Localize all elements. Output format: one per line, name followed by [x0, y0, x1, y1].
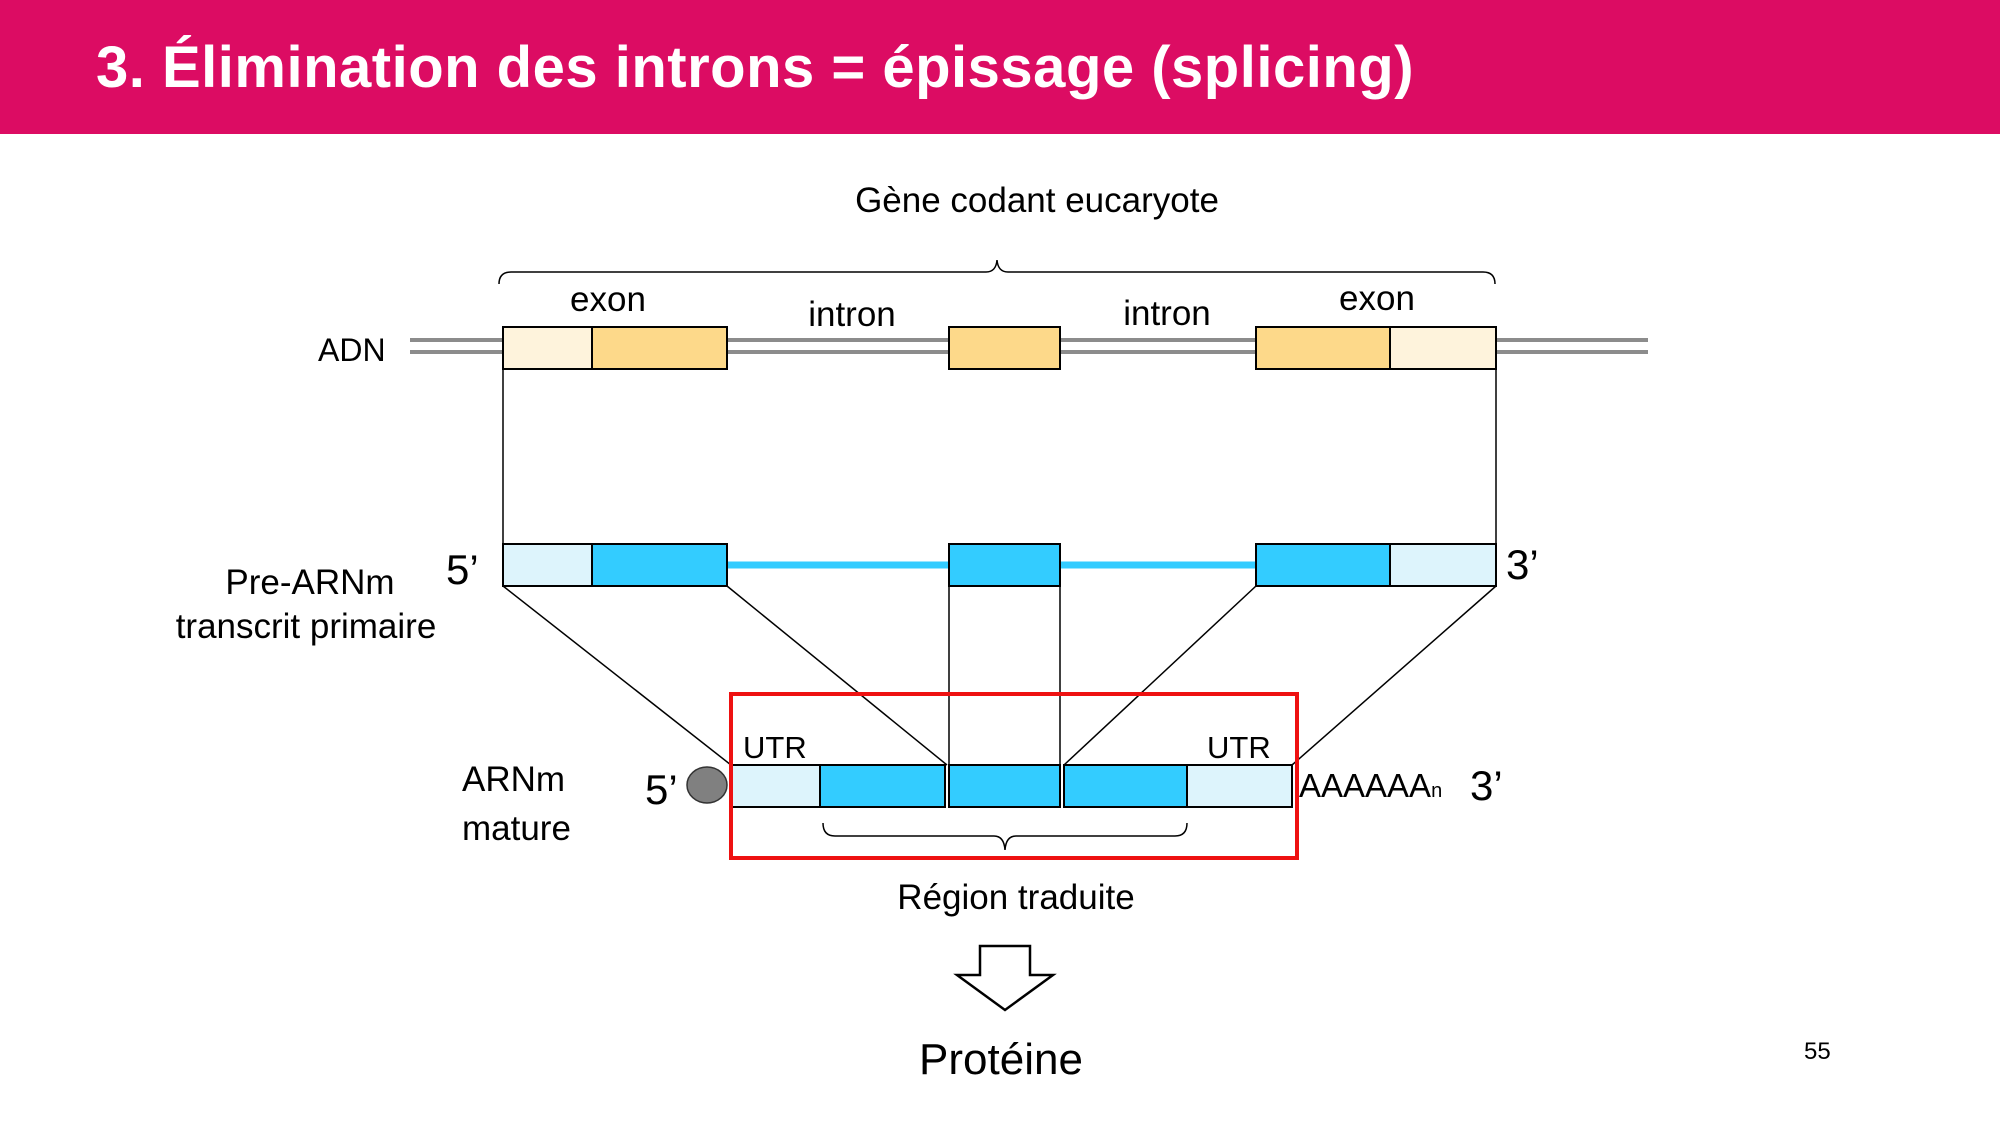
pre-mrna-exon-1 [502, 543, 728, 587]
mature-mrna [730, 764, 1293, 808]
gene-label: Gène codant eucaryote [855, 181, 1219, 220]
exon-right-label: exon [1339, 279, 1415, 318]
utr-left-label: UTR [743, 730, 807, 765]
three-prime-pre: 3’ [1506, 541, 1539, 588]
mature-mrna-highlight-box [729, 692, 1299, 860]
pre-mrna-exon-3 [1255, 543, 1497, 587]
mature-label: mature [462, 809, 571, 848]
gene-brace [498, 259, 1496, 285]
title-bar: 3. Élimination des introns = épissage (s… [0, 0, 2000, 134]
splicing-lines [502, 585, 1497, 766]
five-prime-cap [686, 766, 728, 804]
protein-label: Protéine [919, 1035, 1083, 1084]
exon-left-label: exon [570, 280, 646, 319]
dna-exon-3 [1255, 326, 1497, 370]
polya-tail: AAAAAAn [1299, 767, 1442, 804]
slide-title: 3. Élimination des introns = épissage (s… [96, 35, 1415, 100]
primary-transcript-label: transcrit primaire [176, 607, 437, 646]
translated-region-label: Région traduite [897, 878, 1134, 917]
translated-region-brace [822, 822, 1188, 851]
pre-mrna-label: Pre-ARNm [225, 563, 394, 602]
mrna-label: ARNm [462, 760, 565, 799]
dna-label: ADN [318, 332, 386, 368]
down-arrow-icon [953, 944, 1057, 1012]
five-prime-pre: 5’ [446, 546, 479, 593]
page-number: 55 [1804, 1038, 1831, 1065]
dna-exon-2 [948, 326, 1061, 370]
dna-exon-1 [502, 326, 728, 370]
utr-right-label: UTR [1207, 730, 1271, 765]
intron-right-label: intron [1123, 294, 1211, 333]
pre-mrna-exon-2 [948, 543, 1061, 587]
five-prime-mature: 5’ [645, 766, 678, 813]
three-prime-mature: 3’ [1470, 762, 1503, 809]
intron-left-label: intron [808, 295, 896, 334]
